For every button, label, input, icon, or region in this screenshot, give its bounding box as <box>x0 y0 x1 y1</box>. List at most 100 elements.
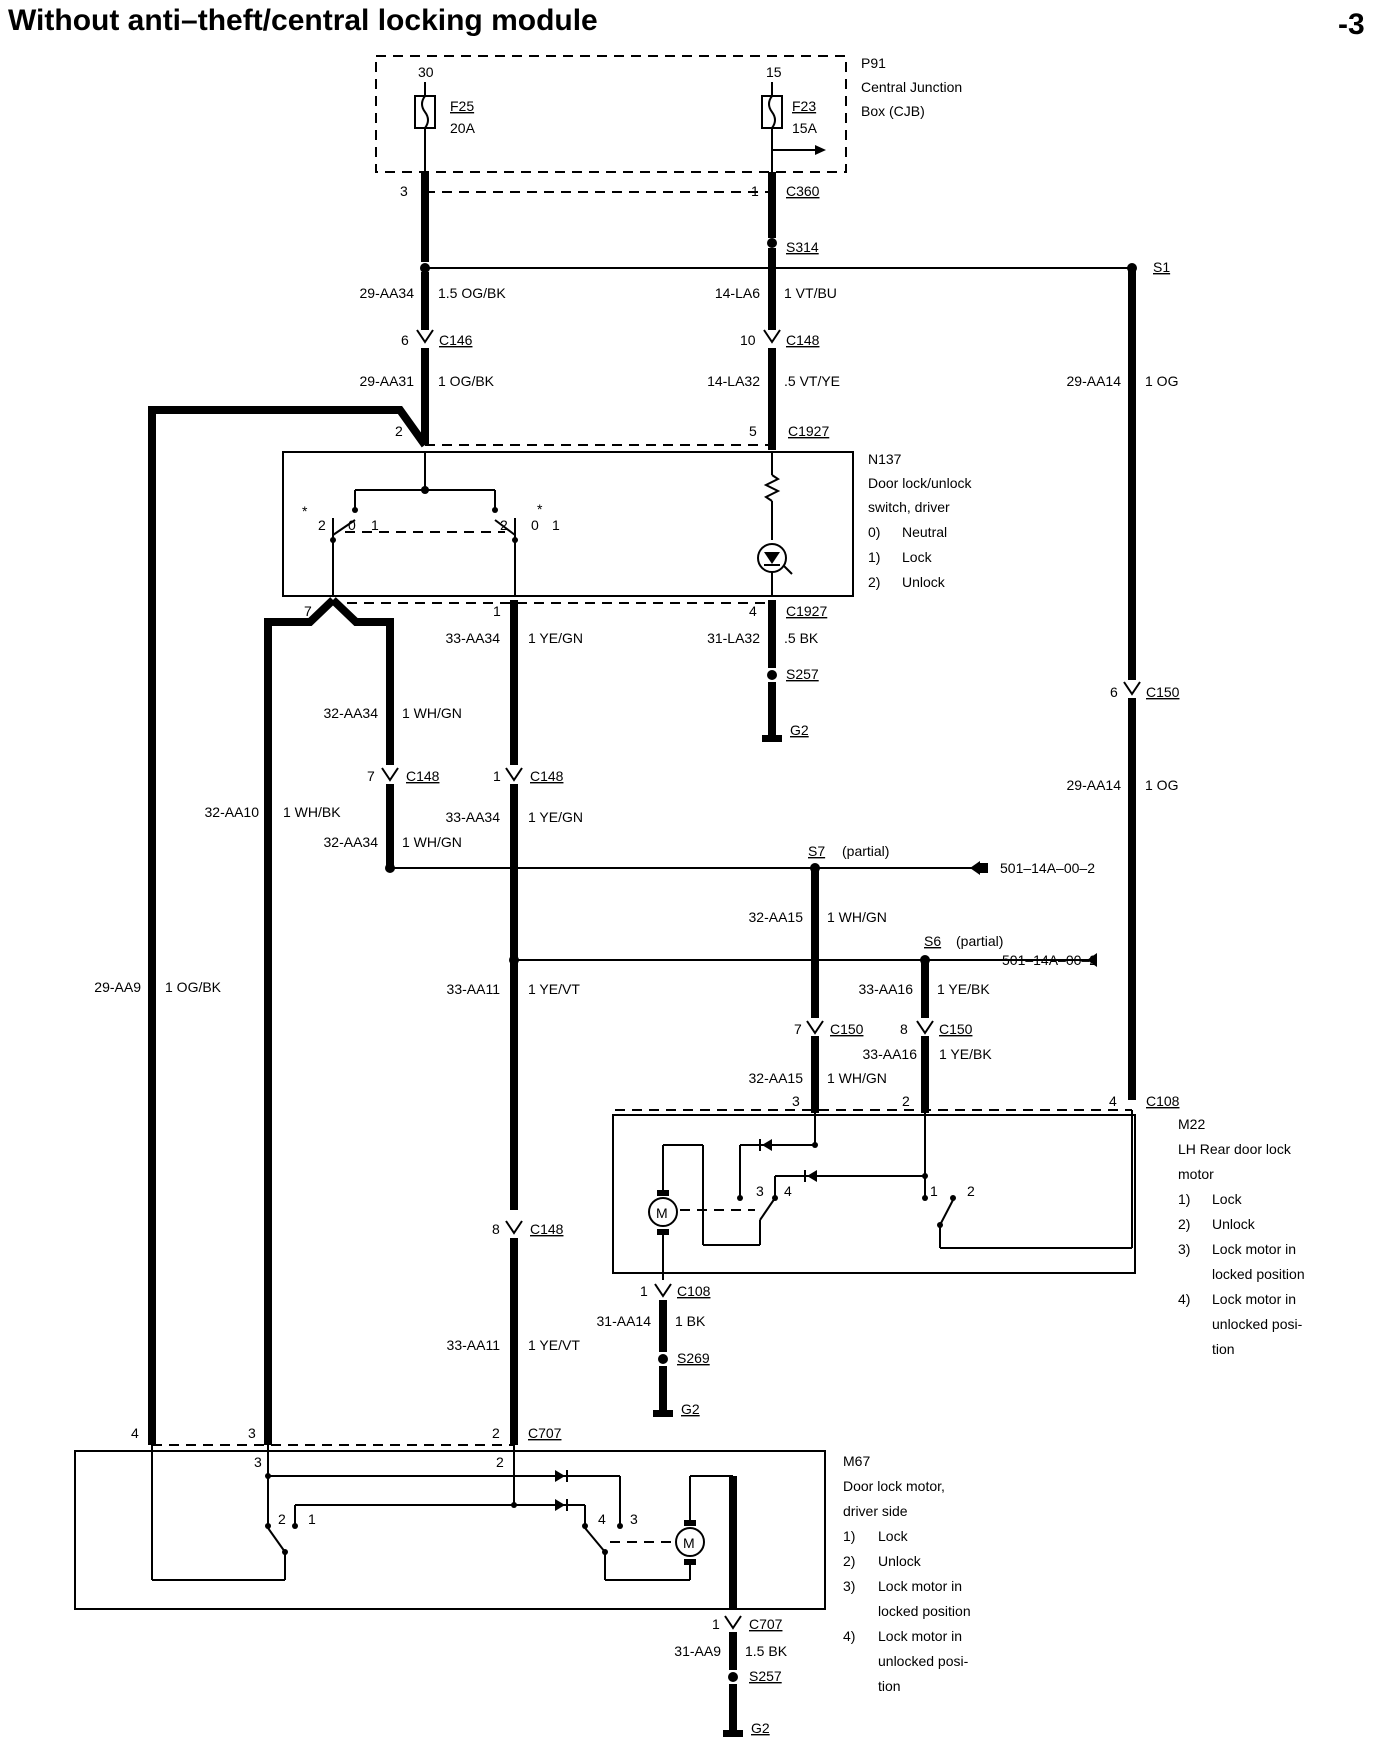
connector-c148-symbol-1 <box>763 329 781 344</box>
ref-1: 501–14A–00–2 <box>1000 860 1095 876</box>
m22-state-0-l1: Lock <box>1212 1191 1243 1207</box>
ground-g2-label-2: G2 <box>681 1401 700 1417</box>
pin-c707-3: 3 <box>248 1425 256 1441</box>
pin-c1927-5: 5 <box>749 423 757 439</box>
wire-spec-13: 1 OG/BK <box>165 979 222 995</box>
connector-c108-symbol <box>654 1283 672 1298</box>
wire-spec-9: 1 WH/BK <box>283 804 341 820</box>
m67-state-1-l1: Unlock <box>878 1553 922 1569</box>
pin-c150-7: 7 <box>794 1021 802 1037</box>
connector-c148-label-2: C148 <box>406 768 440 784</box>
fuse-f25-id: F25 <box>450 98 474 114</box>
m67-motor-icon: M <box>683 1535 695 1551</box>
pin-c108-2: 2 <box>902 1093 910 1109</box>
diagram-title: Without anti–theft/central locking modul… <box>8 4 598 37</box>
m67-state-3-l1: Lock motor in <box>878 1628 962 1644</box>
pin-c148-8: 8 <box>492 1221 500 1237</box>
m67-state-3-l2: unlocked posi- <box>878 1653 969 1669</box>
connector-c146-symbol <box>416 329 434 344</box>
m67-state-2-l1: Lock motor in <box>878 1578 962 1594</box>
pin-c108-4: 4 <box>1109 1093 1117 1109</box>
m22-state-3-l3: tion <box>1212 1341 1235 1357</box>
fuse-f23-icon <box>761 82 826 172</box>
m22-id: M22 <box>1178 1116 1205 1132</box>
m67-state-3-num: 4) <box>843 1628 855 1644</box>
splice-s269-label: S269 <box>677 1350 710 1366</box>
m22-state-0-num: 1) <box>1178 1191 1190 1207</box>
wire-spec-6: .5 BK <box>784 630 819 646</box>
wire-circuit-12: 32-AA15 <box>749 909 804 925</box>
n137-sw-star-2: * <box>537 501 543 517</box>
wire-circuit-13: 29-AA9 <box>94 979 141 995</box>
connector-c108-label-2: C108 <box>677 1283 711 1299</box>
connector-c148-label-3: C148 <box>530 768 564 784</box>
connector-c150-label-2: C150 <box>830 1021 864 1037</box>
n137-box <box>282 451 854 597</box>
wire-29aa9 <box>148 406 429 1445</box>
connector-c108-label-1: C108 <box>1146 1093 1180 1109</box>
cjb-term-30: 30 <box>418 64 434 80</box>
pin-c1927-4: 4 <box>749 603 757 619</box>
connector-c150-label-3: C150 <box>939 1021 973 1037</box>
m22-state-1-num: 2) <box>1178 1216 1190 1232</box>
wire-spec-2: 1 OG/BK <box>438 373 495 389</box>
ground-g2-label-1: G2 <box>790 722 809 738</box>
pin-n137-2: 2 <box>395 423 403 439</box>
pin-c150-8: 8 <box>900 1021 908 1037</box>
wire-circuit-9: 32-AA10 <box>205 804 260 820</box>
wire-circuit-17: 32-AA15 <box>749 1070 804 1086</box>
m22-state-2-l2: locked position <box>1212 1266 1305 1282</box>
fuse-f25-rating: 20A <box>450 120 476 136</box>
connector-c150-symbol-1 <box>1123 681 1141 696</box>
ground-g2-label-3: G2 <box>751 1720 770 1736</box>
m22-box <box>612 1114 1136 1274</box>
m22-state-3-num: 4) <box>1178 1291 1190 1307</box>
wire-circuit-15: 33-AA16 <box>859 981 914 997</box>
pin-c707-1: 1 <box>712 1616 720 1632</box>
pin-c360-3: 3 <box>400 183 408 199</box>
wire-spec-14: 1 YE/VT <box>528 981 580 997</box>
splice-s7-label: S7 <box>808 843 825 859</box>
splice-s6-label: S6 <box>924 933 941 949</box>
m67-id: M67 <box>843 1453 870 1469</box>
wire-spec-11: 1 WH/GN <box>402 834 462 850</box>
m22-sw-4: 4 <box>784 1183 792 1199</box>
wire-spec-20: 1.5 BK <box>745 1643 788 1659</box>
m67-sw-2-top: 2 <box>496 1454 504 1470</box>
n137-sw-d: 2 <box>500 517 508 533</box>
m67-state-0-num: 1) <box>843 1528 855 1544</box>
cjb-id: P91 <box>861 55 886 71</box>
n137-sw-a: 2 <box>318 517 326 533</box>
wire-spec-17: 1 WH/GN <box>827 1070 887 1086</box>
connector-c148-symbol-3 <box>505 767 523 782</box>
pin-c108-1: 1 <box>640 1283 648 1299</box>
wire-circuit-16: 33-AA16 <box>863 1046 918 1062</box>
connector-c707-label-1: C707 <box>528 1425 562 1441</box>
wire-circuit-3: 14-LA32 <box>707 373 760 389</box>
wire-spec-3: .5 VT/YE <box>784 373 840 389</box>
m67-box <box>74 1450 826 1610</box>
m67-state-3-l3: tion <box>878 1678 901 1694</box>
fuse-f25-icon <box>414 82 436 172</box>
connector-c148-symbol-2 <box>381 767 399 782</box>
ground-icon-1 <box>762 735 782 742</box>
ground-icon-3 <box>723 1730 743 1737</box>
wire-circuit-11: 32-AA34 <box>324 834 379 850</box>
m67-sw-3: 3 <box>254 1454 262 1470</box>
connector-c146-label: C146 <box>439 332 473 348</box>
m67-desc-2: driver side <box>843 1503 908 1519</box>
connector-c148-label-4: C148 <box>530 1221 564 1237</box>
page-number: -3 <box>1338 8 1365 41</box>
wire-spec-8: 1 OG <box>1145 777 1178 793</box>
ground-icon-2 <box>653 1410 673 1417</box>
pin-c707-4: 4 <box>131 1425 139 1441</box>
splice-s257-dot-1 <box>767 670 777 680</box>
wire-spec-18: 1 BK <box>675 1313 706 1329</box>
pin-c150-6: 6 <box>1110 684 1118 700</box>
splice-s1-label: S1 <box>1153 259 1170 275</box>
m22-state-1-l1: Unlock <box>1212 1216 1256 1232</box>
n137-state-2-text: Unlock <box>902 574 946 590</box>
fuse-f23-id: F23 <box>792 98 816 114</box>
m67-state-1-num: 2) <box>843 1553 855 1569</box>
